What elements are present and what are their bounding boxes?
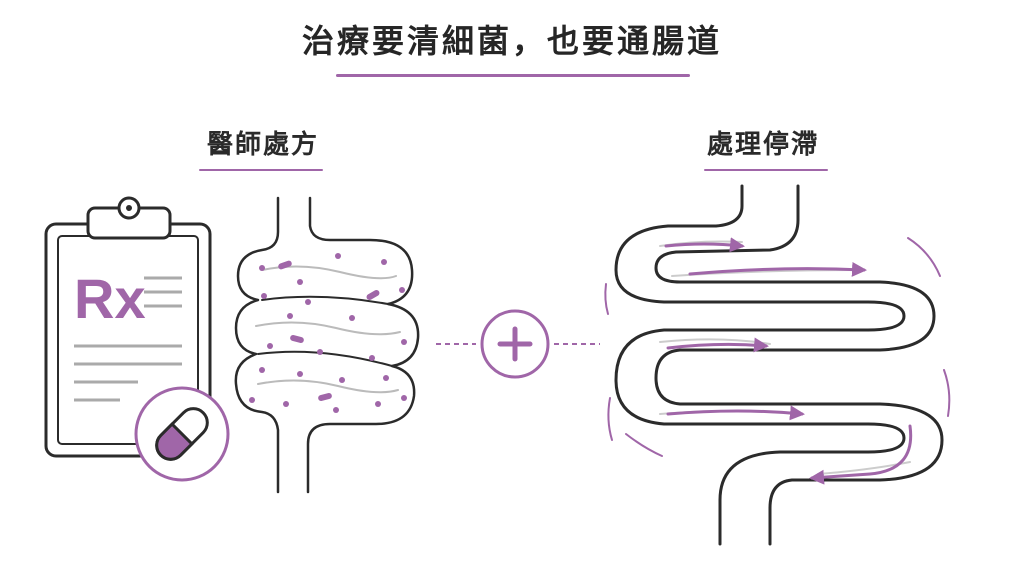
label-stagnation: 處理停滯 xyxy=(706,130,819,160)
capsule-icon xyxy=(134,386,230,482)
title-underline xyxy=(336,74,690,77)
flow-arrows xyxy=(664,237,913,485)
intestine-bacteria-icon xyxy=(234,196,420,494)
page-title: 治療要清細菌，也要通腸道 xyxy=(301,22,722,60)
plus-icon xyxy=(480,309,550,379)
label-prescription-underline xyxy=(199,169,323,171)
intestine-flow-icon xyxy=(614,184,944,546)
label-prescription: 醫師處方 xyxy=(206,130,319,160)
rx-symbol: Rx xyxy=(74,267,146,330)
motion-marks xyxy=(604,237,951,457)
bacteria-dots xyxy=(249,253,407,413)
label-stagnation-underline xyxy=(704,169,828,171)
